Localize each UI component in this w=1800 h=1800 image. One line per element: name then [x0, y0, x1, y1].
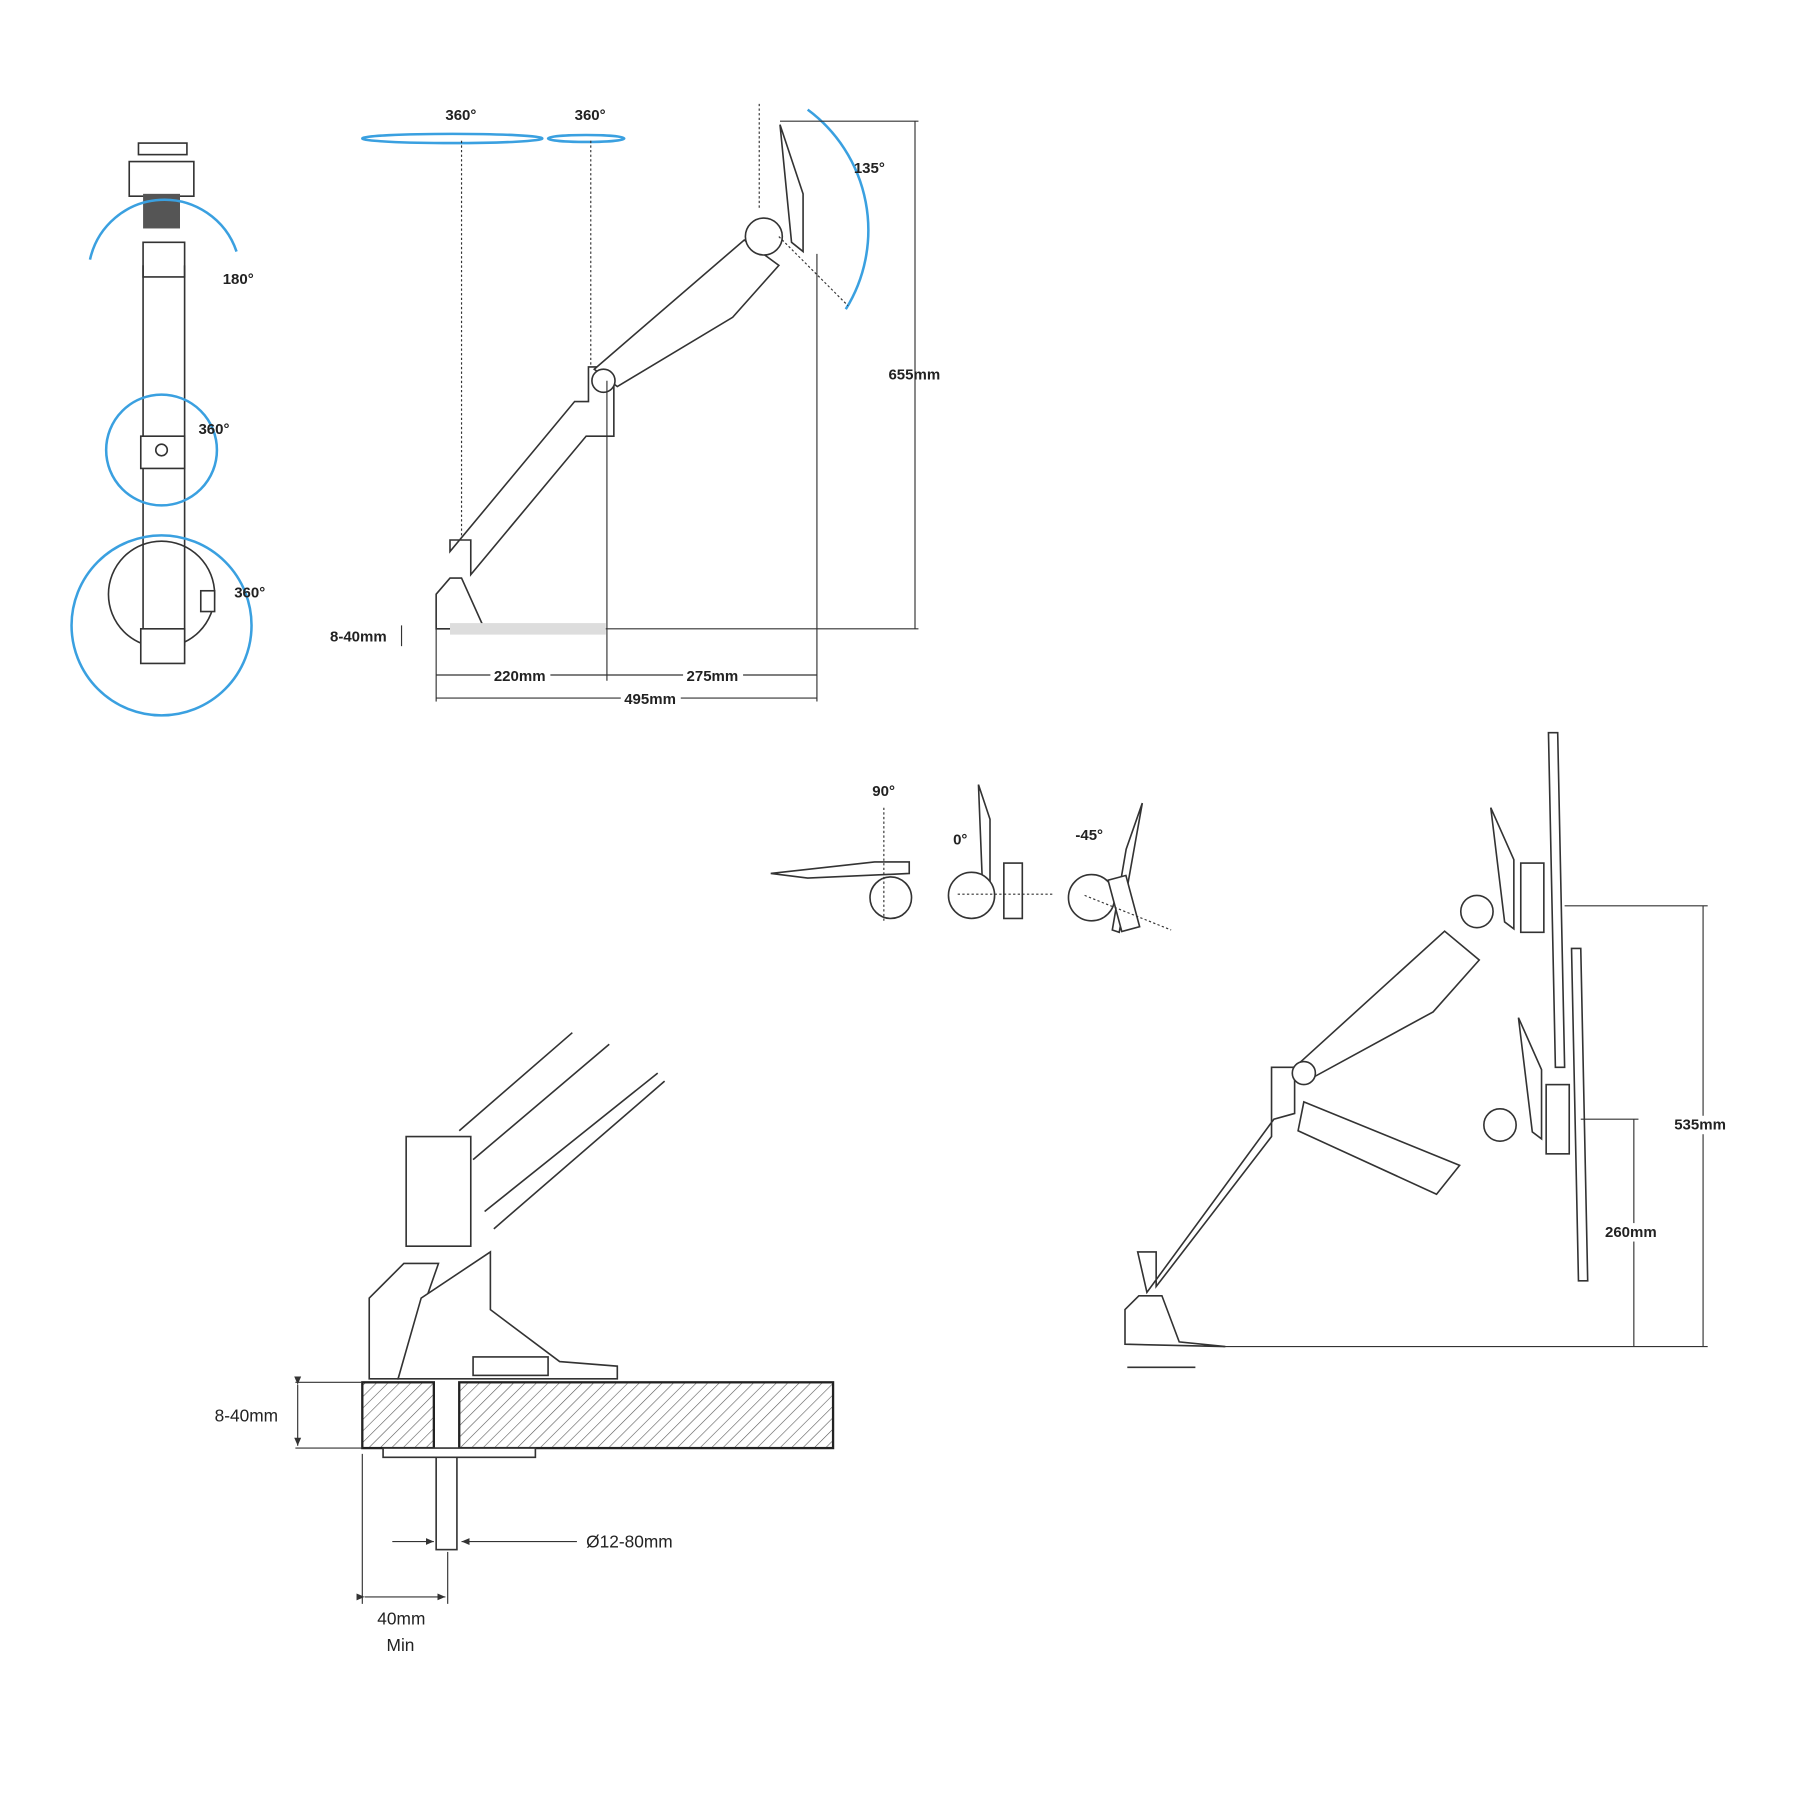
d1-label: 220mm	[494, 668, 546, 685]
tilt-0-label: 0°	[953, 832, 967, 849]
edge-min-label: Min	[387, 1635, 415, 1655]
clamp-thickness-label: 8-40mm	[215, 1406, 278, 1426]
clamp-view: 8-40mm Ø12-80mm 40mm Min	[215, 1032, 835, 1655]
rot-mid-label: 360°	[198, 421, 229, 438]
tilt-neg45-label: -45°	[1075, 827, 1103, 844]
tilt-label: 135°	[854, 160, 885, 177]
desk-label: 8-40mm	[330, 629, 387, 646]
total-label: 495mm	[624, 691, 676, 708]
top-view: 180° 360° 360°	[70, 142, 265, 717]
edge-distance-label: 40mm	[377, 1609, 425, 1629]
rot-top1-label: 360°	[445, 107, 476, 124]
tilt-90-label: 90°	[872, 783, 895, 800]
height-view: 535mm 260mm	[1124, 731, 1734, 1369]
d2-label: 275mm	[687, 668, 739, 685]
max-height-label: 535mm	[1674, 1117, 1726, 1134]
rot-head-label: 180°	[223, 271, 254, 288]
tilt-views: 90° 0° -45°	[770, 783, 1172, 934]
rot-top2-label: 360°	[575, 107, 606, 124]
rot-base-label: 360°	[234, 585, 265, 602]
height-label: 655mm	[888, 367, 940, 384]
min-height-label: 260mm	[1605, 1224, 1657, 1241]
side-view: 360° 360° 135° 655mm 8-40mm 220mm 275mm …	[330, 103, 940, 708]
hole-diameter-label: Ø12-80mm	[586, 1531, 673, 1551]
